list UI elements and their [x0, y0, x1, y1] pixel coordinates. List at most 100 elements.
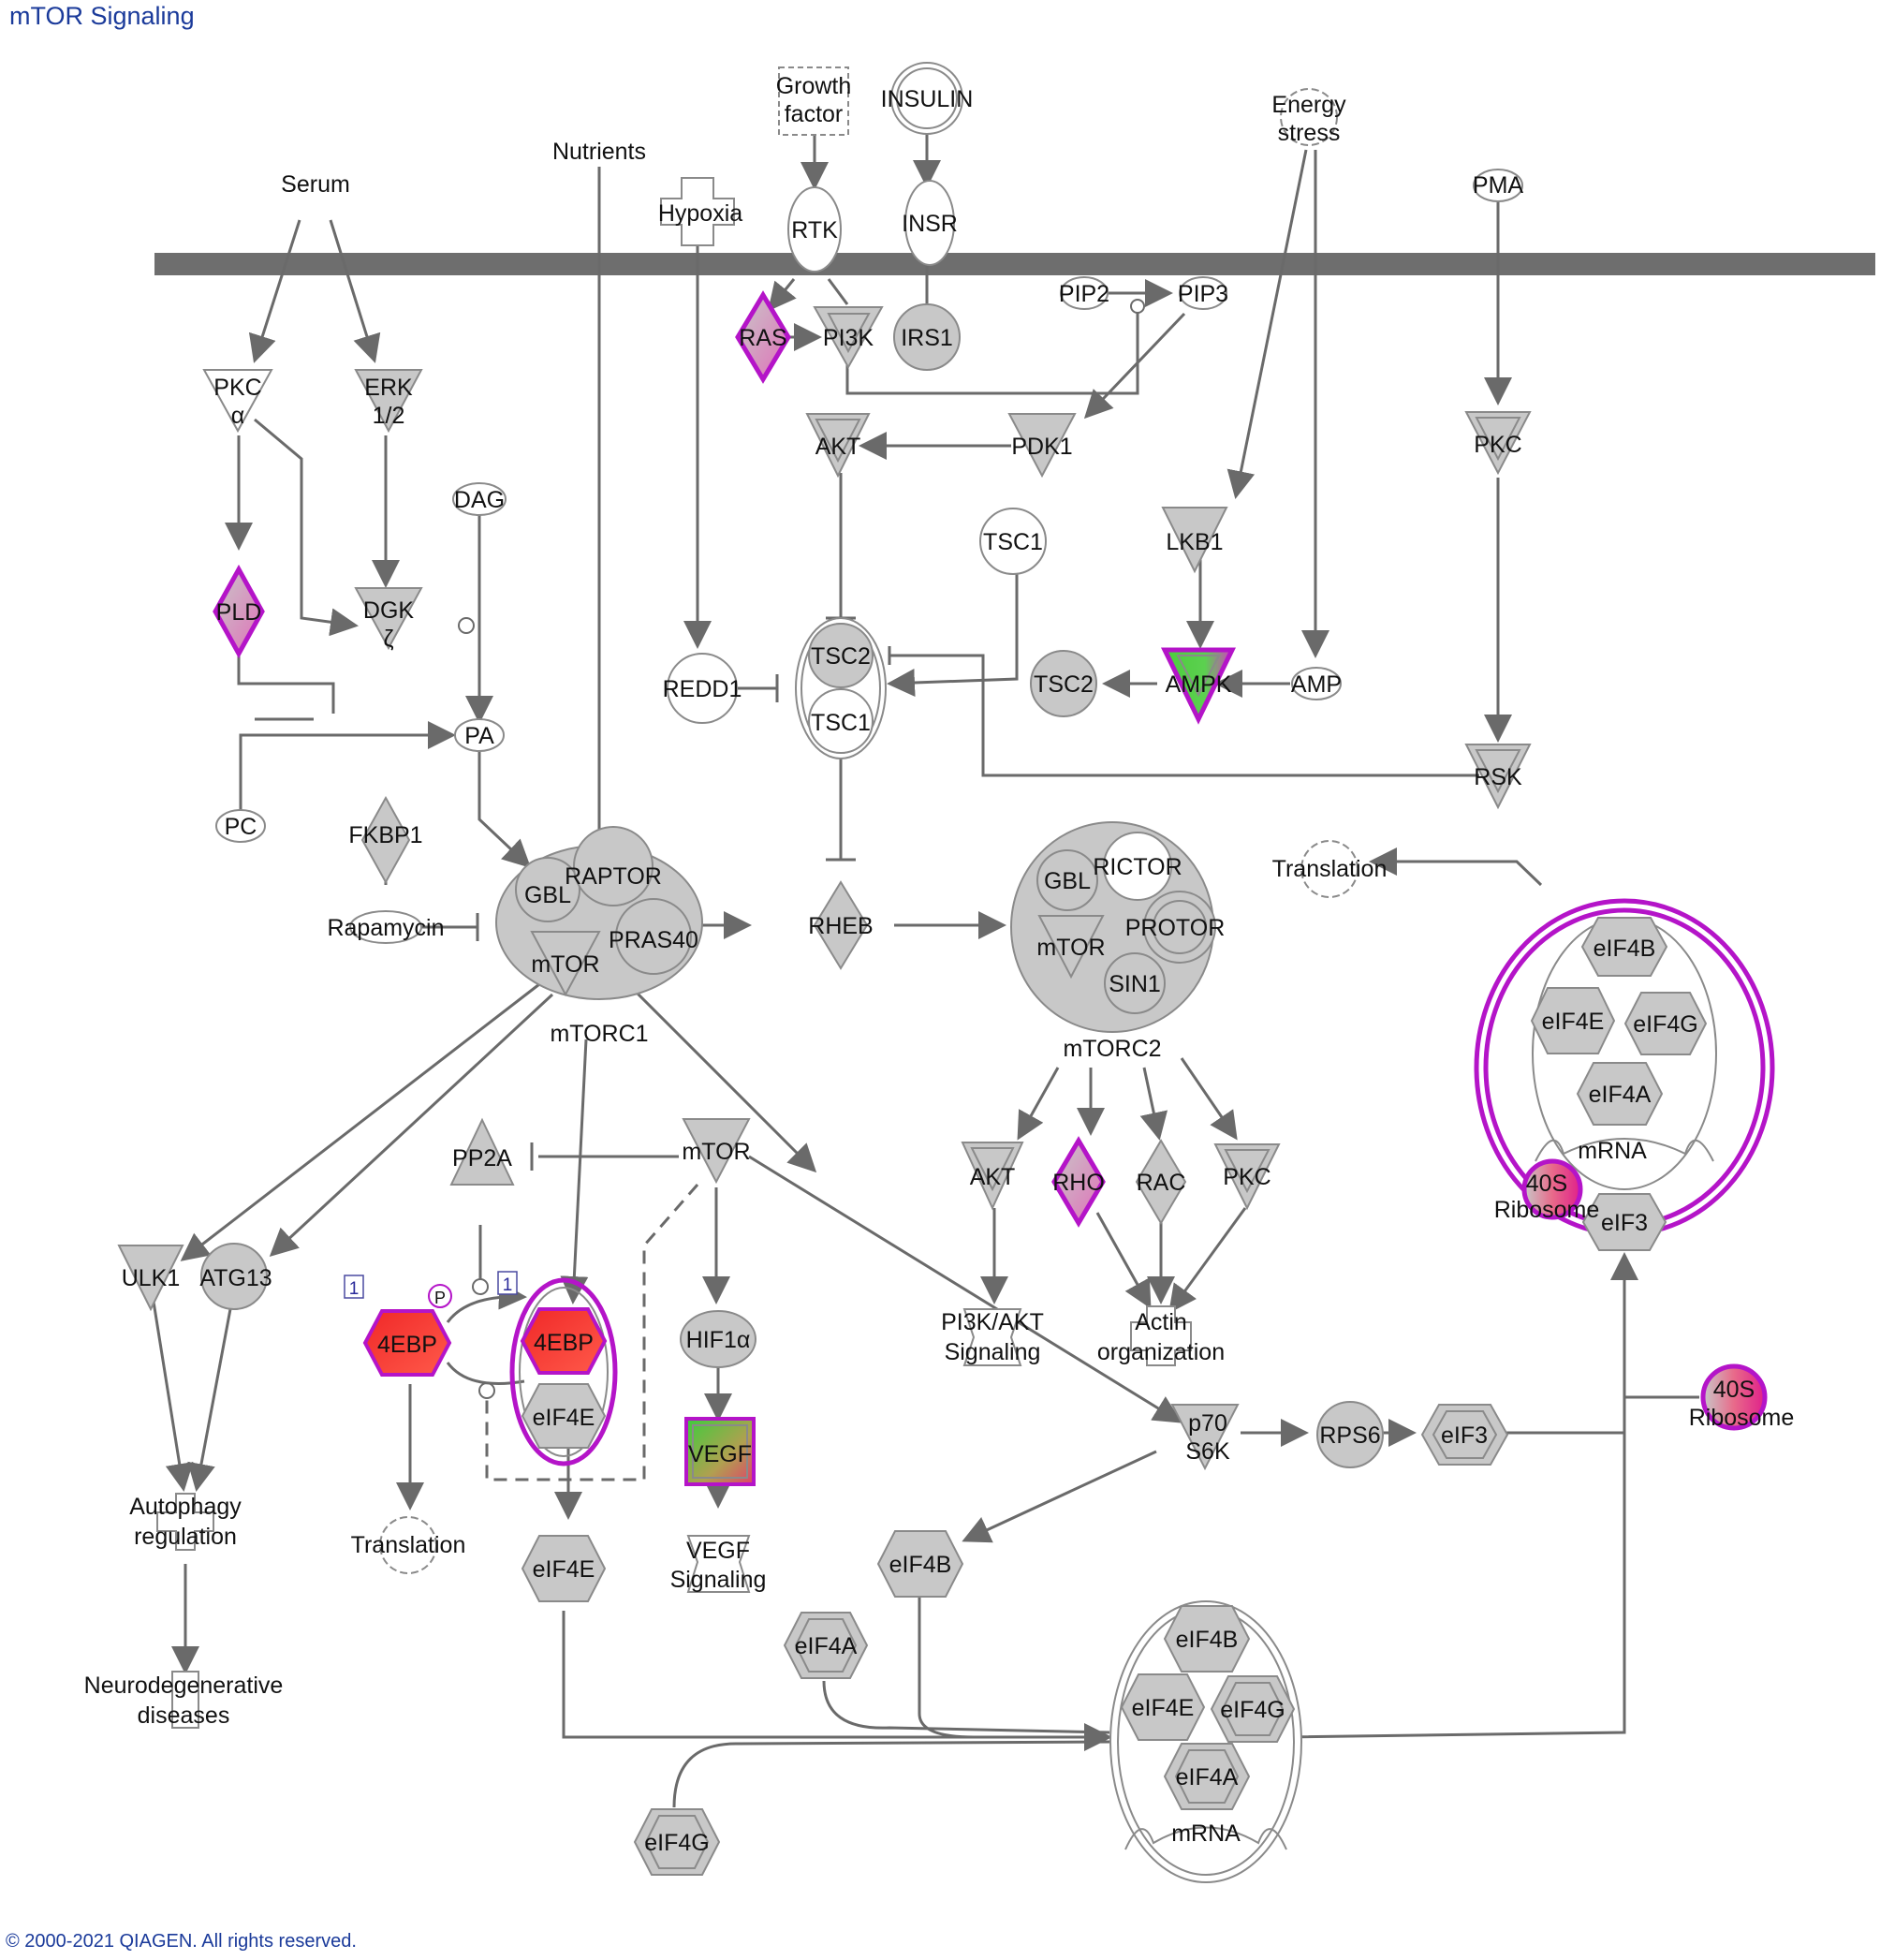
- svg-text:PDK1: PDK1: [1011, 434, 1072, 460]
- svg-text:Rapamycin: Rapamycin: [327, 915, 444, 941]
- eif4g-free-node[interactable]: eIF4G: [633, 1808, 721, 1876]
- pi3k-node[interactable]: PI3K: [813, 306, 884, 370]
- hypoxia-node[interactable]: Hypoxia: [658, 177, 742, 246]
- vegf-signaling-node[interactable]: VEGF Signaling: [670, 1535, 767, 1593]
- svg-text:RAS: RAS: [739, 325, 786, 351]
- pkc-low-node[interactable]: PKC: [1213, 1143, 1281, 1211]
- tsc1-top-node[interactable]: TSC1: [979, 508, 1047, 575]
- 40s-ribosome-node[interactable]: 40S Ribosome: [1689, 1363, 1795, 1431]
- svg-text:Translation: Translation: [351, 1532, 466, 1558]
- svg-text:eIF3: eIF3: [1601, 1210, 1648, 1236]
- svg-text:PKC: PKC: [1474, 432, 1521, 458]
- insulin-node[interactable]: INSULIN: [881, 62, 974, 135]
- serum-label: Serum: [281, 171, 350, 198]
- insr-node[interactable]: INSR: [902, 180, 958, 266]
- ampk-node[interactable]: AMPK: [1161, 647, 1236, 725]
- pdk1-node[interactable]: PDK1: [1007, 413, 1077, 479]
- rapamycin-node[interactable]: Rapamycin: [327, 910, 445, 944]
- mtor-mid-node[interactable]: mTOR: [682, 1118, 751, 1185]
- svg-text:SIN1: SIN1: [1109, 971, 1161, 997]
- pld-node[interactable]: PLD: [213, 564, 265, 659]
- svg-text:HIF1α: HIF1α: [686, 1327, 751, 1353]
- akt-low-node[interactable]: AKT: [961, 1142, 1024, 1211]
- neurodegenerative-diseases-node[interactable]: Neurodegenerative diseases: [84, 1671, 284, 1729]
- pip2-node[interactable]: PIP2: [1059, 276, 1109, 310]
- redd1-node[interactable]: REDD1: [663, 653, 742, 724]
- svg-text:eIF4A: eIF4A: [795, 1633, 858, 1659]
- pc-node[interactable]: PC: [215, 809, 266, 843]
- ulk1-node[interactable]: ULK1: [117, 1245, 184, 1312]
- tsc-complex[interactable]: TSC2 TSC1: [795, 617, 887, 759]
- pa-node[interactable]: PA: [454, 718, 505, 752]
- rac-node[interactable]: RAC: [1135, 1139, 1187, 1225]
- amp-node[interactable]: AMP: [1291, 667, 1342, 700]
- 4ebp-left-node[interactable]: 4EBP: [362, 1309, 452, 1377]
- actin-organization-node[interactable]: Actin organization: [1097, 1305, 1225, 1366]
- irs1-node[interactable]: IRS1: [893, 303, 961, 371]
- svg-text:mTORC1: mTORC1: [550, 1021, 648, 1047]
- pi3k-akt-signaling-node[interactable]: PI3K/AKT Signaling: [941, 1308, 1044, 1366]
- translation-complex-right[interactable]: eIF4B eIF4E eIF4G eIF4A mRNA 40S Ribosom…: [1474, 898, 1775, 1251]
- svg-text:4EBP: 4EBP: [377, 1332, 437, 1358]
- svg-text:RPS6: RPS6: [1319, 1422, 1380, 1449]
- svg-text:diseases: diseases: [138, 1702, 230, 1729]
- svg-text:PI3K/AKT: PI3K/AKT: [941, 1309, 1044, 1335]
- pathway-title: mTOR Signaling: [9, 2, 195, 30]
- atg13-node[interactable]: ATG13: [199, 1243, 272, 1310]
- svg-text:Ribosome: Ribosome: [1494, 1197, 1600, 1223]
- mtorc1-complex[interactable]: GBL RAPTOR PRAS40 mTOR mTORC1: [495, 826, 703, 1047]
- svg-text:RHEB: RHEB: [808, 913, 873, 939]
- pip3-node[interactable]: PIP3: [1178, 276, 1228, 310]
- svg-text:1: 1: [503, 1275, 513, 1295]
- svg-text:Translation: Translation: [1272, 856, 1388, 882]
- svg-text:Ribosome: Ribosome: [1689, 1405, 1795, 1431]
- translation-right-node[interactable]: Translation: [1272, 840, 1388, 898]
- pkc-right-node[interactable]: PKC: [1464, 411, 1532, 476]
- svg-text:PKC: PKC: [1223, 1164, 1270, 1190]
- svg-text:Neurodegenerative: Neurodegenerative: [84, 1673, 284, 1699]
- rps6-node[interactable]: RPS6: [1316, 1401, 1384, 1468]
- lkb1-node[interactable]: LKB1: [1161, 507, 1228, 574]
- svg-text:LKB1: LKB1: [1166, 529, 1223, 555]
- fkbp1-node[interactable]: FKBP1: [348, 795, 423, 885]
- pma-node[interactable]: PMA: [1473, 169, 1524, 202]
- svg-text:DAG: DAG: [454, 487, 505, 513]
- hif1a-node[interactable]: HIF1α: [680, 1310, 756, 1368]
- svg-text:eIF4A: eIF4A: [1176, 1764, 1239, 1791]
- svg-text:Hypoxia: Hypoxia: [658, 200, 742, 227]
- eif4a-free-node[interactable]: eIF4A: [783, 1612, 869, 1679]
- pp2a-node[interactable]: PP2A: [449, 1117, 515, 1186]
- akt-top-node[interactable]: AKT: [805, 413, 871, 479]
- svg-text:ULK1: ULK1: [122, 1265, 181, 1291]
- p70-s6k-node[interactable]: p70 S6K: [1170, 1404, 1240, 1471]
- rheb-node[interactable]: RHEB: [808, 880, 874, 970]
- autophagy-regulation-node[interactable]: Autophagy regulation: [129, 1493, 242, 1551]
- svg-text:RAC: RAC: [1137, 1170, 1186, 1196]
- translation-complex-bottom[interactable]: eIF4B eIF4E eIF4G eIF4A mRNA: [1109, 1600, 1302, 1883]
- copyright-notice: © 2000-2021 QIAGEN. All rights reserved.: [6, 1931, 357, 1952]
- svg-text:RAPTOR: RAPTOR: [565, 863, 662, 890]
- svg-text:PLD: PLD: [216, 599, 262, 626]
- svg-text:40S: 40S: [1713, 1377, 1755, 1403]
- ras-node[interactable]: RAS: [735, 290, 791, 384]
- svg-text:REDD1: REDD1: [663, 676, 742, 702]
- eif4b-free-node[interactable]: eIF4B: [876, 1530, 964, 1598]
- eif4e-free-node[interactable]: eIF4E: [521, 1535, 607, 1602]
- tsc2-node[interactable]: TSC2: [1030, 650, 1097, 717]
- rtk-node[interactable]: RTK: [787, 186, 842, 273]
- svg-text:RTK: RTK: [791, 217, 838, 243]
- eif3-node[interactable]: eIF3: [1420, 1404, 1509, 1466]
- translation-left-node[interactable]: Translation: [351, 1516, 466, 1574]
- 4ebp-eif4e-complex[interactable]: 4EBP eIF4E: [509, 1277, 618, 1466]
- dag-node[interactable]: DAG: [452, 482, 507, 516]
- rsk-node[interactable]: RSK: [1464, 744, 1532, 810]
- rho-node[interactable]: RHO: [1051, 1136, 1106, 1228]
- vegf-node[interactable]: VEGF: [684, 1417, 756, 1486]
- svg-text:PIP3: PIP3: [1178, 281, 1228, 307]
- mtorc2-complex[interactable]: GBL RICTOR PROTOR mTOR SIN1 mTORC2: [1010, 821, 1225, 1062]
